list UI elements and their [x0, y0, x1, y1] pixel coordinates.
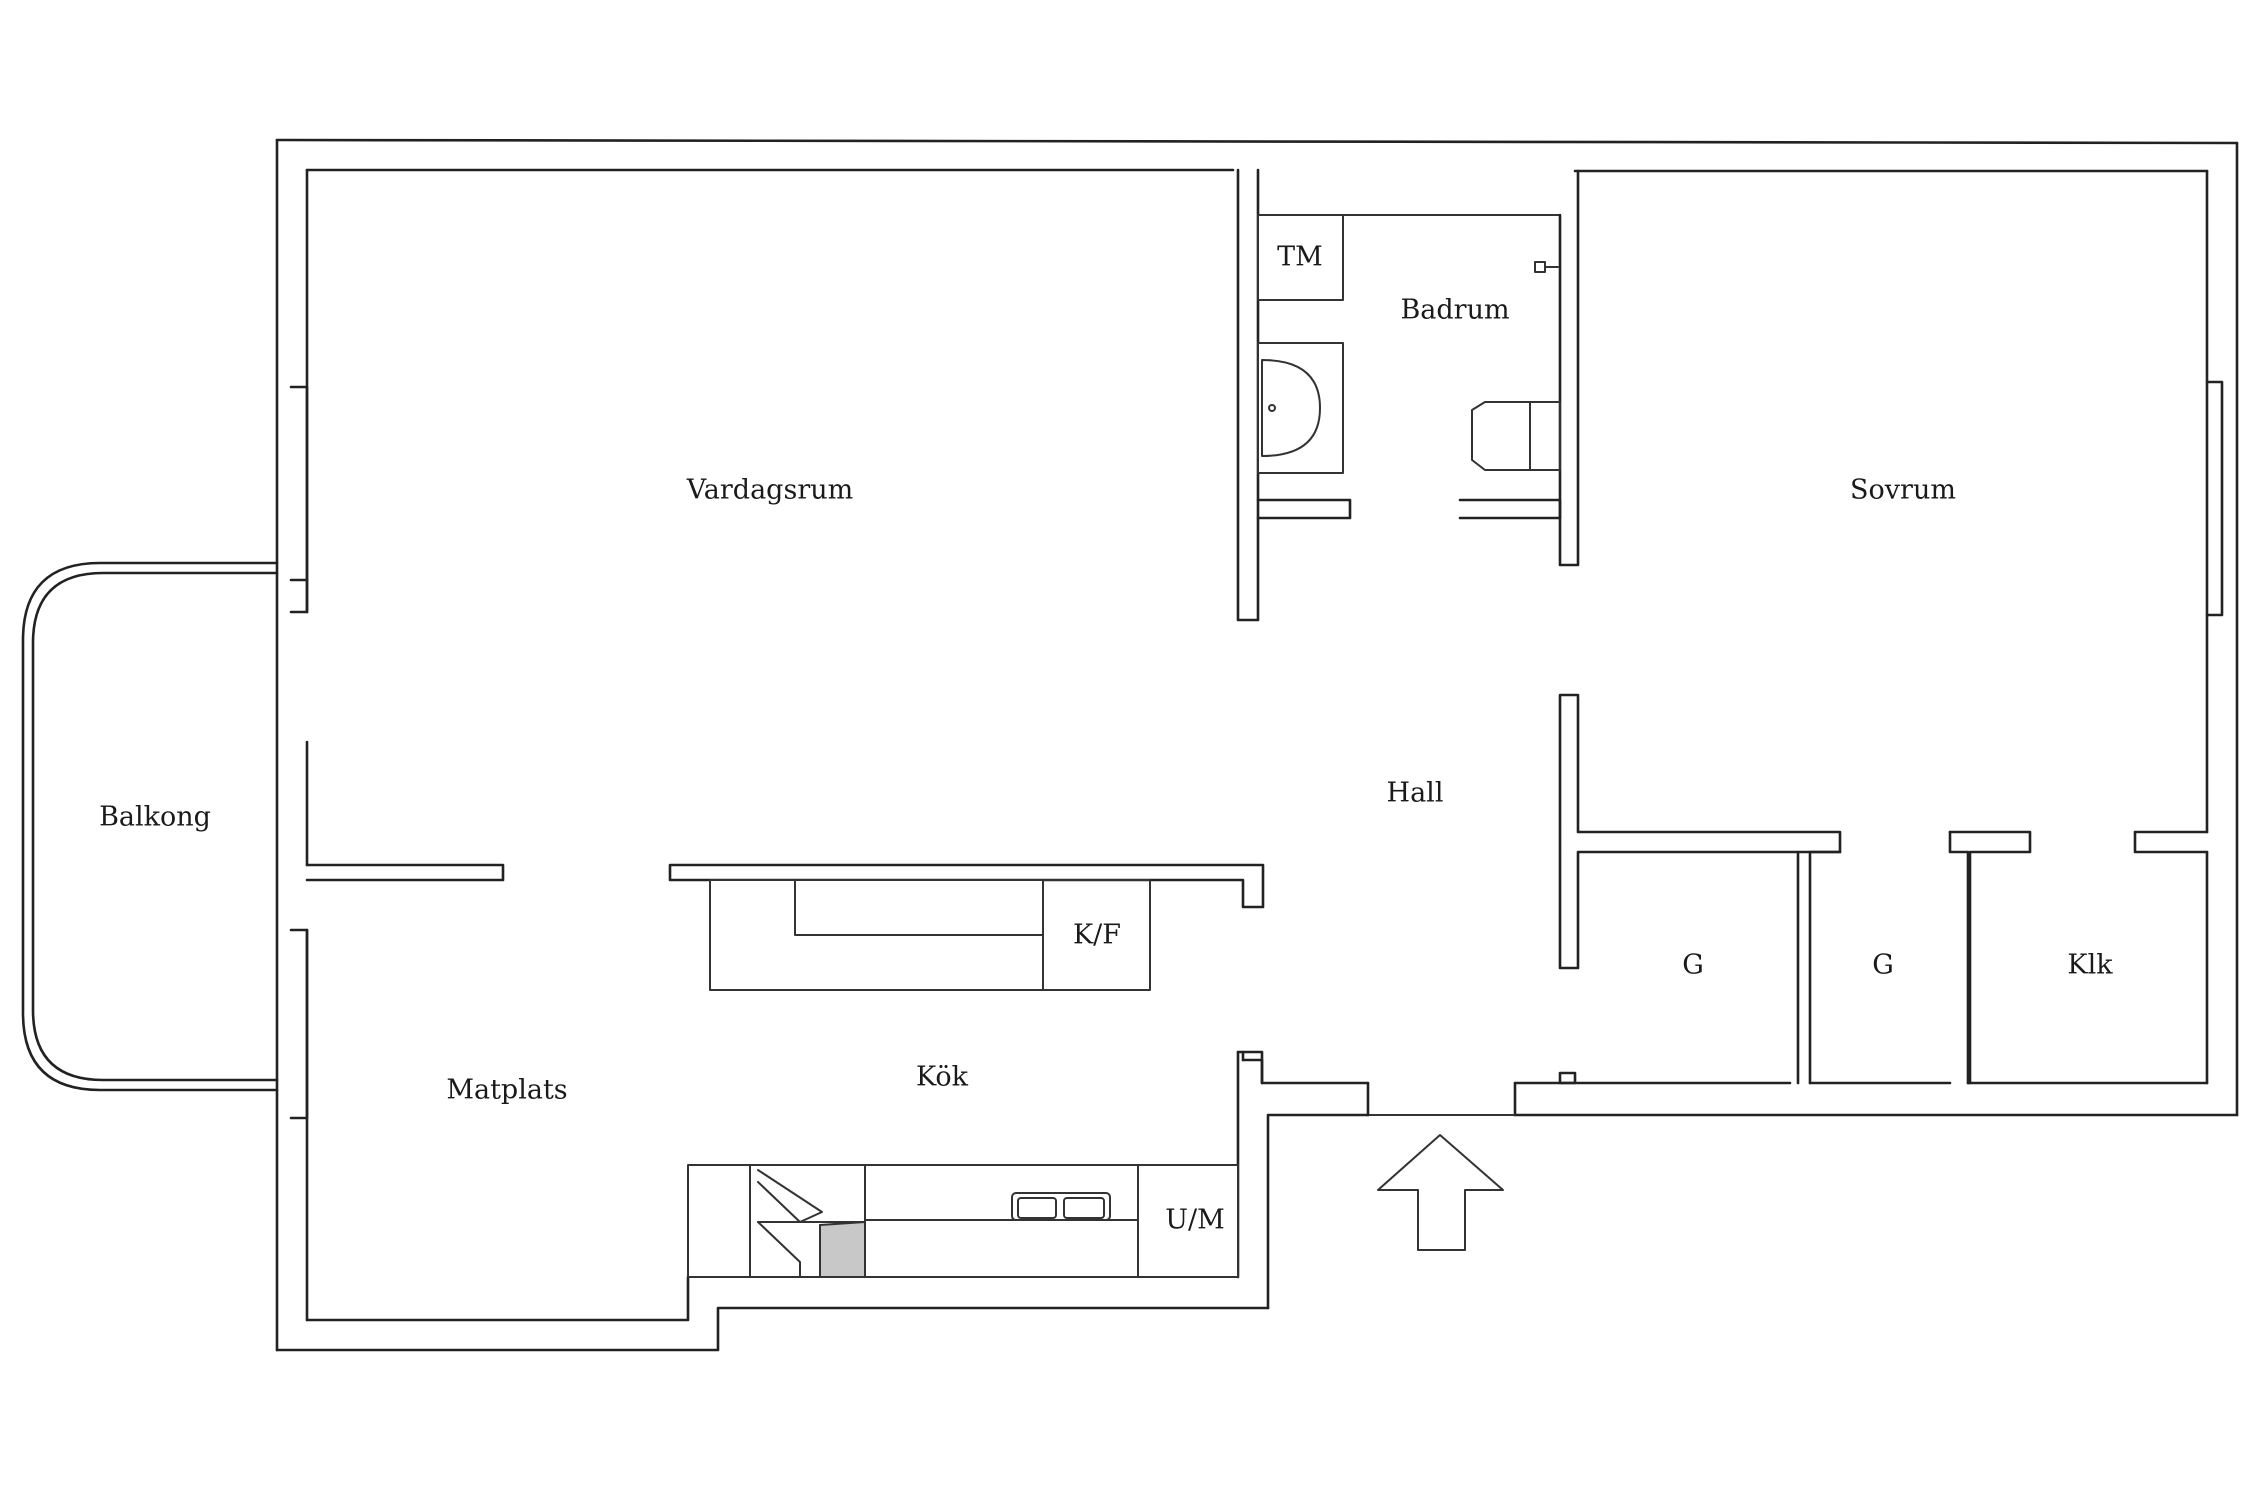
- outer-walls: [275, 138, 2239, 1352]
- kitchen-island: [709, 879, 1151, 991]
- room-label-matplats: Matplats: [446, 1074, 568, 1106]
- kitchen-sink-icon: [1011, 1192, 1111, 1221]
- entrance-arrow-icon: [1377, 1134, 1504, 1251]
- sink-icon: [1261, 359, 1321, 457]
- room-label-badrum: Badrum: [1400, 294, 1510, 326]
- room-label-g2: G: [1872, 949, 1894, 981]
- room-label-um: U/M: [1165, 1204, 1225, 1236]
- bathroom-fixtures: [1257, 214, 1561, 474]
- toilet-icon: [1471, 401, 1561, 471]
- room-label-balkong: Balkong: [99, 801, 211, 833]
- kitchen-counter: [687, 1164, 1239, 1278]
- balcony-outline: [21, 561, 279, 1092]
- room-label-sovrum: Sovrum: [1850, 474, 1956, 506]
- room-label-tm: TM: [1277, 241, 1323, 273]
- room-label-klk: Klk: [2067, 949, 2113, 981]
- stove-icon: [757, 1169, 823, 1223]
- shower-icon: [1534, 261, 1559, 273]
- room-label-vardagsrum: Vardagsrum: [686, 474, 854, 506]
- washing-machine-box: [1257, 214, 1344, 301]
- room-label-kok: Kök: [915, 1061, 969, 1093]
- sink-counter: [1257, 342, 1344, 474]
- room-label-kf: K/F: [1072, 919, 1122, 951]
- room-label-hall: Hall: [1386, 777, 1444, 809]
- interior-walls: [305, 168, 2209, 1279]
- room-label-g1: G: [1682, 949, 1704, 981]
